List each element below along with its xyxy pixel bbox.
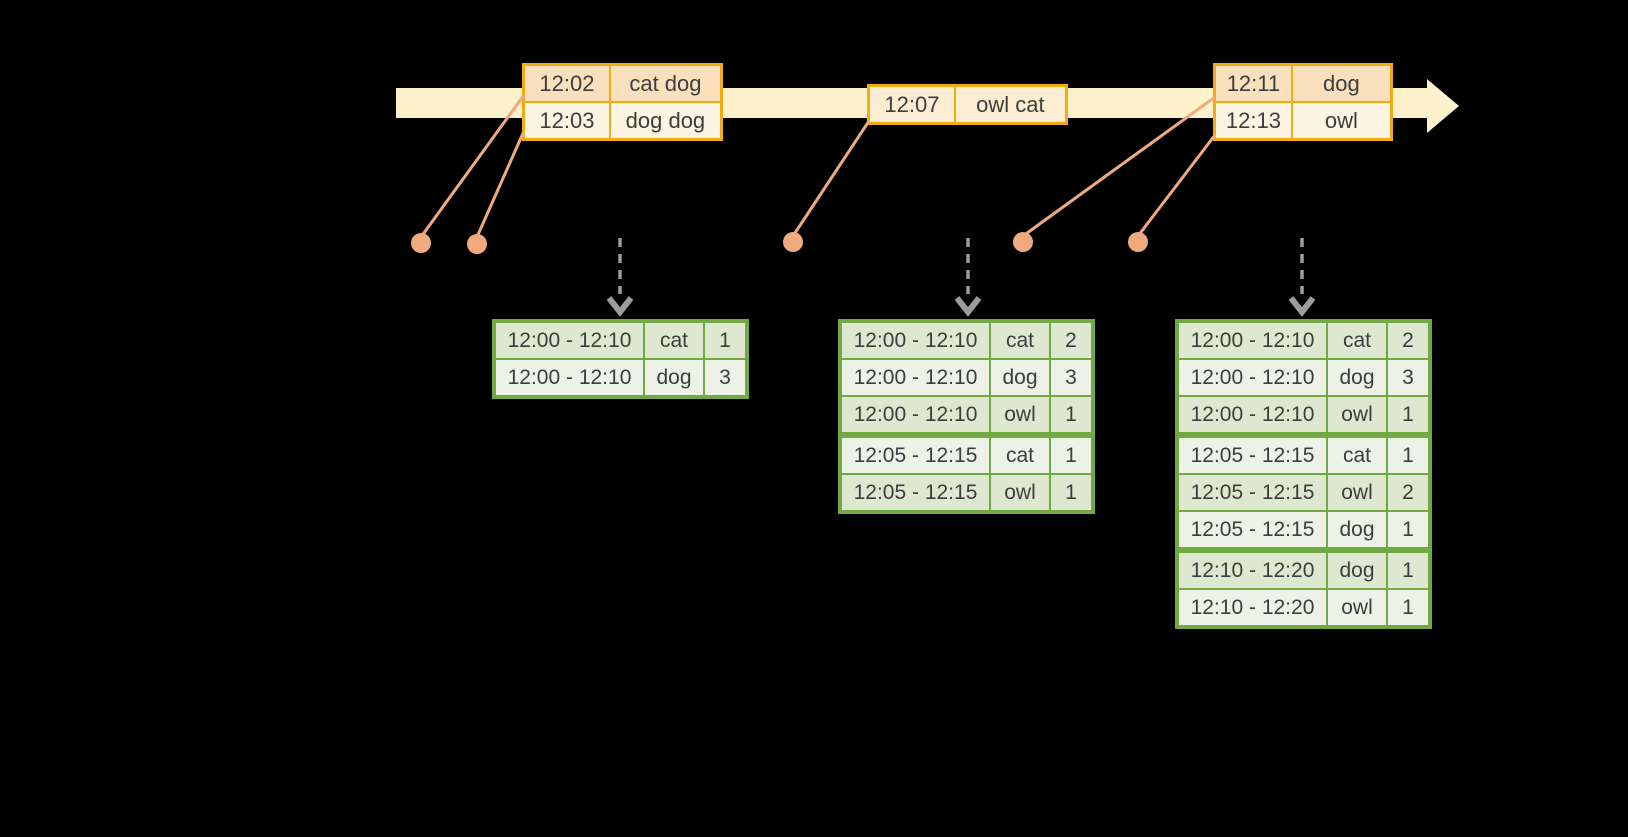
window-cell: 12:00 - 12:10 [1179, 323, 1326, 358]
table-row: 12:00 - 12:10 owl 1 [842, 397, 1091, 432]
word-cell: owl [1328, 590, 1386, 625]
table-row: 12:05 - 12:15 owl 1 [842, 475, 1091, 510]
event-dot [1128, 232, 1148, 252]
count-cell: 1 [1051, 475, 1091, 510]
trigger-arrowhead-icon [606, 296, 634, 317]
count-cell: 1 [705, 323, 745, 358]
event-dot [783, 232, 803, 252]
window-cell: 12:05 - 12:15 [842, 438, 989, 473]
connector-line [419, 94, 526, 238]
word-cell: dog [991, 360, 1049, 395]
word-cell: owl [1328, 397, 1386, 432]
event-words: owl cat [953, 87, 1065, 122]
window-cell: 12:00 - 12:10 [842, 323, 989, 358]
event-dot [1013, 232, 1033, 252]
table-row: 12:10 - 12:20 owl 1 [1179, 590, 1428, 625]
trigger-arrows [606, 238, 1316, 317]
word-cell: dog [1328, 512, 1386, 547]
connector-line [475, 130, 526, 238]
table-row: 12:05 - 12:15 owl 2 [1179, 475, 1428, 510]
connector-line [1136, 134, 1217, 237]
word-cell: owl [991, 475, 1049, 510]
window-cell: 12:05 - 12:15 [1179, 438, 1326, 473]
event-row: 12:11 dog [1216, 66, 1390, 101]
window-cell: 12:00 - 12:10 [1179, 397, 1326, 432]
window-cell: 12:10 - 12:20 [1179, 553, 1326, 588]
count-cell: 3 [1051, 360, 1091, 395]
event-time: 12:13 [1225, 108, 1281, 133]
count-cell: 1 [1051, 438, 1091, 473]
table-row: 12:00 - 12:10 cat 2 [1179, 323, 1428, 358]
count-cell: 1 [1388, 553, 1428, 588]
connector-line [1022, 95, 1216, 238]
window-cell: 12:00 - 12:10 [1179, 360, 1326, 395]
timeline-arrowhead-icon [1427, 79, 1459, 133]
connector-lines [419, 94, 1217, 238]
event-box-2: 12:07 owl cat [867, 84, 1068, 125]
word-cell: cat [1328, 323, 1386, 358]
table-row: 12:05 - 12:15 cat 1 [842, 438, 1091, 473]
count-cell: 1 [1388, 438, 1428, 473]
connector-line [791, 120, 871, 237]
count-cell: 3 [1388, 360, 1428, 395]
window-cell: 12:05 - 12:15 [1179, 475, 1326, 510]
event-words: dog dog [608, 103, 720, 138]
table-row: 12:00 - 12:10 cat 1 [496, 323, 745, 358]
window-cell: 12:05 - 12:15 [1179, 512, 1326, 547]
event-box-1: 12:02 cat dog 12:03 dog dog [522, 63, 723, 141]
trigger-arrowhead-icon [1288, 296, 1316, 317]
word-cell: dog [1328, 553, 1386, 588]
table-row: 12:05 - 12:15 cat 1 [1179, 438, 1428, 473]
event-words: owl [1290, 103, 1390, 138]
word-cell: cat [645, 323, 703, 358]
event-time: 12:02 [539, 71, 595, 96]
table-row: 12:10 - 12:20 dog 1 [1179, 553, 1428, 588]
count-cell: 3 [705, 360, 745, 395]
word-cell: dog [645, 360, 703, 395]
event-time: 12:11 [1226, 71, 1281, 96]
table-row: 12:00 - 12:10 owl 1 [1179, 397, 1428, 432]
count-cell: 2 [1051, 323, 1091, 358]
event-box-3: 12:11 dog 12:13 owl [1213, 63, 1393, 141]
event-dot [411, 233, 431, 253]
table-row: 12:00 - 12:10 cat 2 [842, 323, 1091, 358]
window-cell: 12:05 - 12:15 [842, 475, 989, 510]
table-row: 12:00 - 12:10 dog 3 [842, 360, 1091, 395]
result-table-1: 12:00 - 12:10 cat 1 12:00 - 12:10 dog 3 [492, 319, 749, 399]
count-cell: 1 [1388, 590, 1428, 625]
event-dot [467, 234, 487, 254]
word-cell: cat [991, 323, 1049, 358]
window-cell: 12:00 - 12:10 [496, 323, 643, 358]
window-cell: 12:00 - 12:10 [842, 397, 989, 432]
count-cell: 1 [1388, 512, 1428, 547]
table-row: 12:00 - 12:10 dog 3 [496, 360, 745, 395]
result-table-3: 12:00 - 12:10 cat 2 12:00 - 12:10 dog 3 … [1175, 319, 1432, 629]
event-words: dog [1290, 66, 1390, 101]
window-cell: 12:10 - 12:20 [1179, 590, 1326, 625]
result-table-2: 12:00 - 12:10 cat 2 12:00 - 12:10 dog 3 … [838, 319, 1095, 514]
event-words: cat dog [608, 66, 720, 101]
word-cell: cat [991, 438, 1049, 473]
word-cell: owl [1328, 475, 1386, 510]
event-time: 12:07 [884, 92, 940, 117]
word-cell: dog [1328, 360, 1386, 395]
event-dots [411, 232, 1148, 254]
word-cell: cat [1328, 438, 1386, 473]
count-cell: 1 [1051, 397, 1091, 432]
table-row: 12:00 - 12:10 dog 3 [1179, 360, 1428, 395]
table-row: 12:05 - 12:15 dog 1 [1179, 512, 1428, 547]
event-row: 12:02 cat dog [525, 66, 720, 101]
word-cell: owl [991, 397, 1049, 432]
window-cell: 12:00 - 12:10 [842, 360, 989, 395]
count-cell: 1 [1388, 397, 1428, 432]
event-row: 12:13 owl [1216, 101, 1390, 138]
window-cell: 12:00 - 12:10 [496, 360, 643, 395]
event-row: 12:03 dog dog [525, 101, 720, 138]
trigger-arrowhead-icon [954, 296, 982, 317]
event-row: 12:07 owl cat [870, 87, 1065, 122]
count-cell: 2 [1388, 475, 1428, 510]
event-time: 12:03 [539, 108, 595, 133]
count-cell: 2 [1388, 323, 1428, 358]
